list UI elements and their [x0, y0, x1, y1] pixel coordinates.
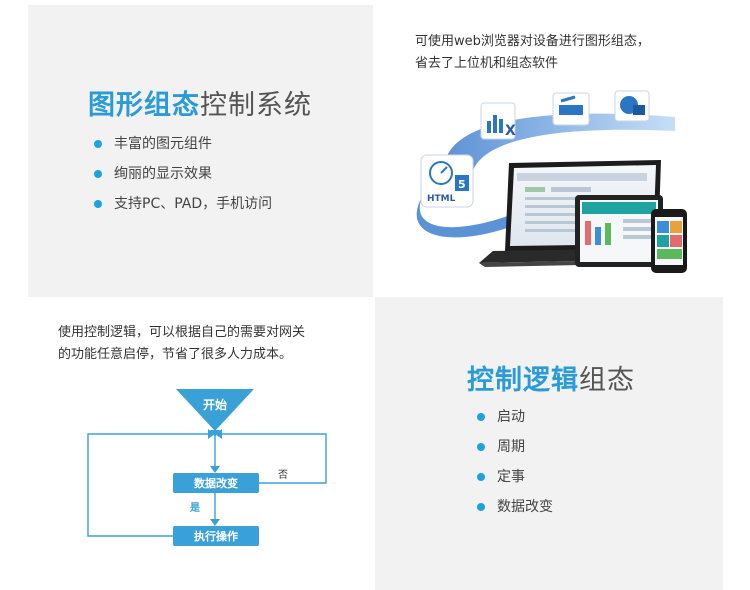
svg-text:是: 是	[189, 502, 200, 514]
trigger-item: 周期	[477, 432, 553, 462]
start-node	[176, 389, 254, 431]
web-config-description: 可使用web浏览器对设备进行图形组态， 省去了上位机和组态软件	[415, 34, 650, 71]
control-logic-panel: 使用控制逻辑，可以根据自己的需要对网关 的功能任意启停，节省了很多人力成本。 开…	[28, 297, 373, 590]
bullet-dot-icon	[94, 140, 102, 148]
graphic-config-feature-list: 丰富的图元组件 绚丽的显示效果 支持PC、PAD，手机访问	[94, 129, 272, 219]
logic-config-title: 控制逻辑组态	[467, 358, 635, 397]
bullet-dot-icon	[94, 200, 102, 208]
feature-item: 丰富的图元组件	[94, 129, 272, 159]
no-loop-connector	[222, 433, 327, 484]
logic-flowchart: 开始 数据改变 否 是 执行操作	[87, 389, 327, 546]
bullet-dot-icon	[477, 443, 485, 451]
control-panel-icon	[552, 92, 590, 126]
bullet-dot-icon	[94, 170, 102, 178]
svg-text:5: 5	[458, 178, 466, 191]
feature-item: 绚丽的显示效果	[94, 159, 272, 189]
return-loop-connector	[87, 433, 208, 537]
tablet-device	[575, 195, 663, 267]
bullet-dot-icon	[477, 473, 485, 481]
excel-chart-icon: X	[480, 102, 516, 140]
trigger-item: 启动	[477, 402, 553, 432]
bullet-dot-icon	[477, 503, 485, 511]
feature-item: 支持PC、PAD，手机访问	[94, 189, 272, 219]
network-monitor-icon	[614, 90, 650, 122]
web-config-panel: 可使用web浏览器对设备进行图形组态， 省去了上位机和组态软件 X	[375, 5, 723, 297]
svg-text:数据改变: 数据改变	[194, 476, 238, 490]
data-change-node	[173, 473, 259, 493]
graphic-config-title: 图形组态控制系统	[88, 83, 312, 122]
title-highlight: 图形组态	[88, 90, 200, 121]
bullet-dot-icon	[477, 413, 485, 421]
logic-config-panel: 控制逻辑组态 启动 周期 定事 数据改变	[375, 297, 723, 590]
svg-text:开始: 开始	[203, 397, 227, 412]
title-highlight: 控制逻辑	[467, 365, 579, 396]
trigger-item: 定事	[477, 462, 553, 492]
svg-text:执行操作: 执行操作	[194, 529, 238, 543]
svg-text:否: 否	[278, 469, 288, 481]
devices-illustration: X HTML 5	[416, 90, 687, 273]
logic-trigger-list: 启动 周期 定事 数据改变	[477, 402, 553, 522]
trigger-item: 数据改变	[477, 492, 553, 522]
svg-text:X: X	[505, 123, 516, 139]
title-rest: 控制系统	[200, 90, 312, 121]
phone-device	[651, 209, 687, 273]
graphic-config-panel: 图形组态控制系统 丰富的图元组件 绚丽的显示效果 支持PC、PAD，手机访问	[28, 5, 373, 297]
execute-action-node	[173, 526, 259, 546]
control-logic-description: 使用控制逻辑，可以根据自己的需要对网关 的功能任意启停，节省了很多人力成本。	[58, 325, 306, 362]
svg-text:HTML: HTML	[427, 194, 456, 204]
title-rest: 组态	[579, 365, 635, 396]
html5-icon: HTML 5	[420, 154, 474, 208]
